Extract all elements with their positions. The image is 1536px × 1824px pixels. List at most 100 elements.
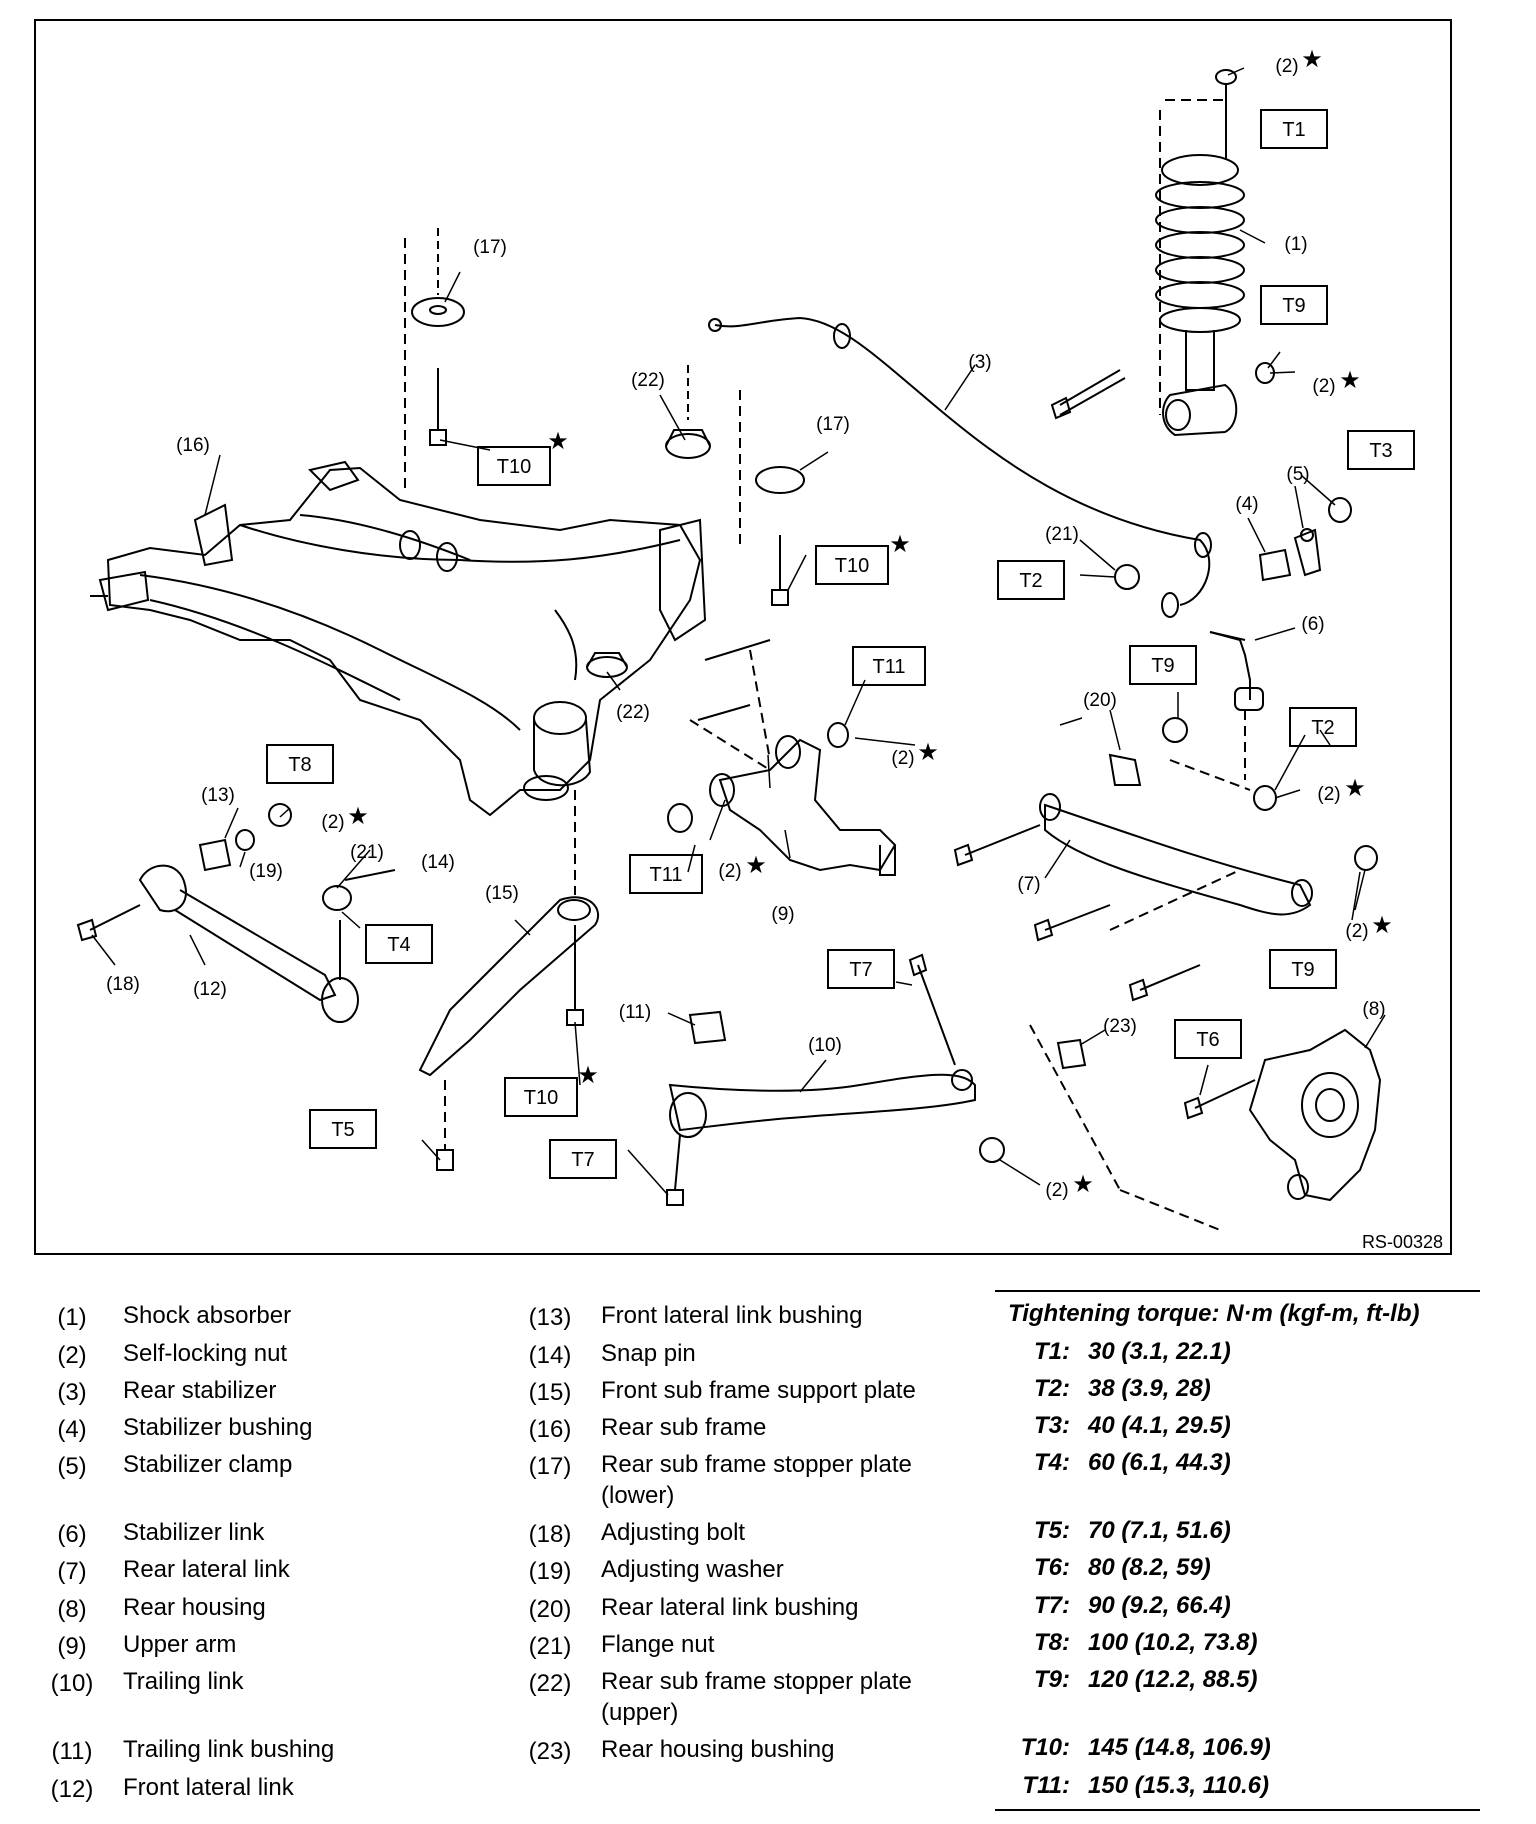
legend-number: (3): [57, 1379, 87, 1406]
torque-value: 90 (9.2, 66.4): [1088, 1592, 1231, 1619]
callout-label: (4): [1235, 494, 1258, 515]
legend-name: Flange nut: [601, 1631, 715, 1658]
legend-name: Rear lateral link bushing: [601, 1594, 859, 1621]
front-lateral-link: [76, 803, 396, 1023]
torque-box-label: T8: [288, 754, 311, 776]
torque-box-t10-top: [477, 446, 551, 486]
torque-box-label: T11: [873, 656, 906, 678]
torque-boxes: [266, 109, 1415, 1179]
legend-name: Front sub frame support plate: [601, 1377, 916, 1404]
legend-number: (23): [528, 1738, 572, 1765]
torque-box-t4: [365, 924, 433, 964]
torque-value: 30 (3.1, 22.1): [1088, 1338, 1231, 1365]
callout-label: (22): [631, 370, 665, 391]
callout-label: (7): [1017, 874, 1040, 895]
legend-number: (1): [57, 1304, 87, 1331]
callout-label: (21): [1045, 524, 1079, 545]
legend-number: (15): [528, 1379, 572, 1406]
callout-label: (19): [249, 861, 283, 882]
callout-label: (16): [176, 435, 210, 456]
torque-box-t3: [1347, 430, 1415, 470]
legend-number: (16): [528, 1416, 572, 1443]
legend-number: (10): [50, 1670, 94, 1697]
star-icon: ★: [547, 427, 569, 455]
callout-label: (20): [1083, 690, 1117, 711]
legend-name: Trailing link bushing: [123, 1736, 335, 1763]
torque-code: T3:: [1034, 1412, 1070, 1439]
legend-name: Self-locking nut: [123, 1340, 288, 1367]
legend-number: (19): [528, 1558, 572, 1585]
torque-box-label: T10: [497, 456, 531, 478]
torque-table-top-rule: [995, 1290, 1480, 1292]
legend-name: Shock absorber: [123, 1302, 292, 1329]
star-icon: ★: [917, 738, 939, 766]
legend-name: Front lateral link: [123, 1774, 294, 1801]
callout-label: (12): [193, 979, 227, 1000]
torque-box-labels: T1 T9 T3 T2 T10 T10 T11 T9 T2 T8 T11 T4 …: [288, 119, 1392, 1171]
torque-heading: Tightening torque: N·m (kgf-m, ft-lb): [1008, 1300, 1420, 1327]
callout-label: (6): [1301, 614, 1324, 635]
legend-number: (21): [528, 1633, 572, 1660]
legend-number: (4): [57, 1416, 87, 1443]
torque-value: 120 (12.2, 88.5): [1088, 1666, 1258, 1693]
torque-box-t8: [266, 744, 334, 784]
legend-number: (8): [57, 1596, 87, 1623]
torque-value: 100 (10.2, 73.8): [1088, 1629, 1258, 1656]
callout-label: (13): [201, 785, 235, 806]
torque-value: 145 (14.8, 106.9): [1088, 1734, 1271, 1761]
torque-box-label: T9: [1282, 295, 1305, 317]
star-icon: ★: [1344, 774, 1366, 802]
torque-box-label: T1: [1282, 119, 1305, 141]
legend-name: Rear stabilizer: [123, 1377, 277, 1404]
star-icon: ★: [889, 530, 911, 558]
torque-box-label: T3: [1369, 440, 1392, 462]
torque-box-t11-lower: [629, 854, 703, 894]
upper-arm: [667, 639, 897, 876]
callout-label: (2): [718, 861, 741, 882]
torque-box-t10-middle: [815, 545, 889, 585]
legend-number: (17): [528, 1453, 572, 1480]
legend-number: (18): [528, 1521, 572, 1548]
trailing-link: [666, 953, 1221, 1231]
torque-box-t9-upper: [1260, 285, 1328, 325]
callout-label: (21): [350, 842, 384, 863]
torque-code: T11:: [1022, 1772, 1070, 1799]
torque-box-t2-right: [1289, 707, 1357, 747]
torque-box-t9-middle: [1129, 645, 1197, 685]
torque-box-t11-upper: [852, 646, 926, 686]
callout-label: (5): [1286, 464, 1309, 485]
torque-box-label: T7: [849, 959, 872, 981]
legend-name: Stabilizer link: [123, 1519, 265, 1546]
star-icon: ★: [577, 1061, 599, 1089]
front-sub-frame-support-plate: [418, 790, 600, 1171]
exploded-diagram-frame: [34, 19, 1452, 1255]
star-icon: ★: [1339, 366, 1361, 394]
legend-number: (5): [57, 1453, 87, 1480]
leader-lines: [91, 67, 1386, 1196]
callout-labels: (1) (2) (2) (2) (2) (2) (2) (2) (2) (3) …: [106, 56, 1386, 1201]
callout-label: (1): [1284, 234, 1307, 255]
rear-suspension-diagram: T1 T9 T3 T2 T10 T10 T11 T9 T2 T8 T11 T4 …: [76, 45, 1443, 1252]
torque-code: T8:: [1034, 1629, 1070, 1656]
torque-code: T1:: [1034, 1338, 1070, 1365]
torque-value: 70 (7.1, 51.6): [1088, 1517, 1231, 1544]
legend-number: (6): [57, 1521, 87, 1548]
torque-box-label: T4: [387, 934, 410, 956]
torque-box-label: T5: [331, 1119, 354, 1141]
torque-value: 150 (15.3, 110.6): [1088, 1772, 1270, 1799]
star-icon: ★: [1072, 1170, 1094, 1198]
legend-name: Rear lateral link: [123, 1556, 290, 1583]
callout-label: (2): [321, 812, 344, 833]
legend-name: Adjusting washer: [601, 1556, 784, 1583]
torque-code: T5:: [1034, 1517, 1070, 1544]
legend-name: Stabilizer clamp: [123, 1451, 293, 1478]
callout-label: (2): [1312, 376, 1335, 397]
callout-label: (2): [1275, 56, 1298, 77]
callout-label: (22): [616, 702, 650, 723]
legend-name: Snap pin: [601, 1340, 696, 1367]
torque-box-label: T11: [650, 864, 683, 886]
torque-box-label: T9: [1291, 959, 1314, 981]
legend-number: (14): [528, 1342, 572, 1369]
callout-label: (17): [473, 237, 507, 258]
replace-star-icons: ★ ★ ★ ★ ★ ★ ★ ★ ★ ★ ★: [347, 45, 1393, 1198]
